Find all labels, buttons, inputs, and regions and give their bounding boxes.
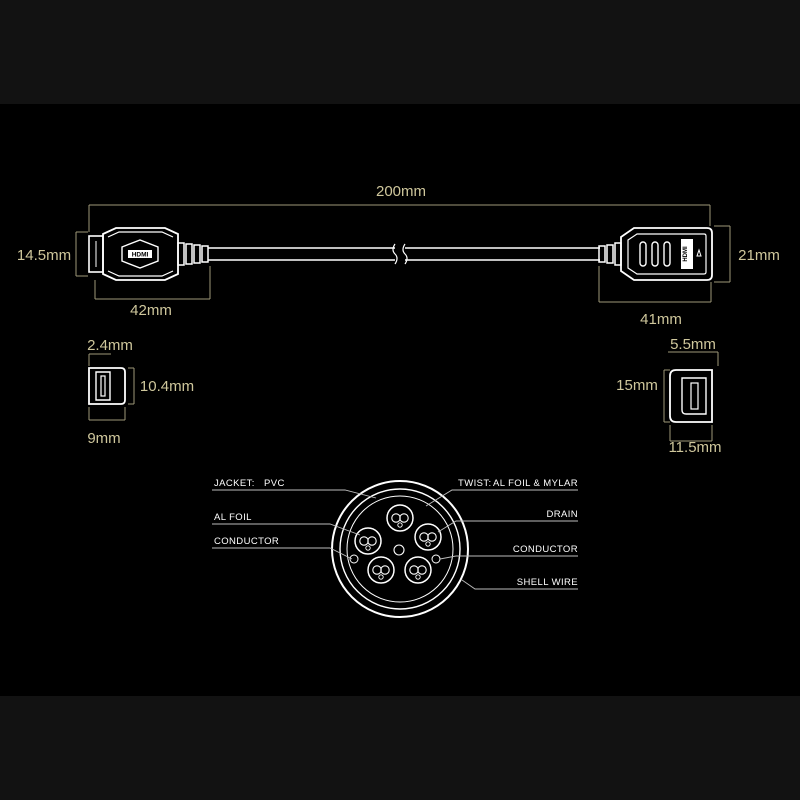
cable-cross-section (331, 480, 469, 618)
twist-material-label: AL FOIL & MYLAR (493, 478, 578, 489)
right-plug-dimensions: 21mm 41mm (598, 225, 780, 328)
shell-wire-label: SHELL WIRE (517, 577, 578, 588)
jacket-material-label: PVC (264, 478, 285, 489)
twisted-pair (414, 523, 442, 551)
conductor-left-label: CONDUCTOR (214, 536, 279, 547)
cable (208, 243, 600, 265)
hdmi-logo-left (128, 250, 152, 258)
left-plug-length-label: 42mm (130, 302, 172, 319)
left-plug: HDMI (88, 227, 209, 281)
conductor-right-label: CONDUCTOR (513, 544, 578, 555)
left-plug-height-label: 14.5mm (17, 247, 71, 264)
left-face-width-label: 2.4mm (87, 337, 133, 354)
left-plug-dimensions: 14.5mm 42mm (17, 231, 211, 319)
twisted-pair (367, 556, 395, 584)
total-length-label: 200mm (376, 183, 426, 200)
svg-text:HDMI: HDMI (132, 252, 149, 259)
right-face-height-label: 15mm (616, 377, 658, 394)
right-connector-face: 5.5mm 15mm 11.5mm (616, 336, 721, 456)
left-face-height-label: 10.4mm (140, 378, 194, 395)
jacket-label: JACKET: (214, 478, 255, 489)
right-plug-height-label: 21mm (738, 247, 780, 264)
diagram-panel: 200mm HDMI 14.5mm 42mm (0, 104, 800, 696)
hdmi-logo-right (681, 239, 693, 269)
svg-text:HDMI: HDMI (683, 246, 689, 262)
total-length-dimension: 200mm (88, 183, 711, 232)
twisted-pair (354, 527, 382, 555)
direction-arrow-icon (696, 248, 702, 257)
right-plug: HDMI (598, 227, 713, 281)
single-conductor (349, 554, 359, 564)
cable-drawing: 200mm HDMI 14.5mm 42mm (17, 183, 780, 618)
right-plug-length-label: 41mm (640, 311, 682, 328)
right-face-width-label: 5.5mm (670, 336, 716, 353)
twist-label: TWIST: (458, 478, 492, 489)
leader-lines (212, 489, 578, 590)
al-foil-label: AL FOIL (214, 512, 252, 523)
twisted-pair (404, 556, 432, 584)
center-conductor (393, 544, 405, 556)
drain-label: DRAIN (546, 509, 578, 520)
single-conductor (431, 554, 441, 564)
right-face-depth-label: 11.5mm (668, 439, 721, 456)
left-connector-face: 2.4mm 10.4mm 9mm (87, 337, 194, 447)
cross-section-labels: JACKET: PVC AL FOIL CONDUCTOR TWIST: AL … (214, 478, 578, 588)
twisted-pair (386, 504, 414, 532)
left-face-depth-label: 9mm (87, 430, 120, 447)
